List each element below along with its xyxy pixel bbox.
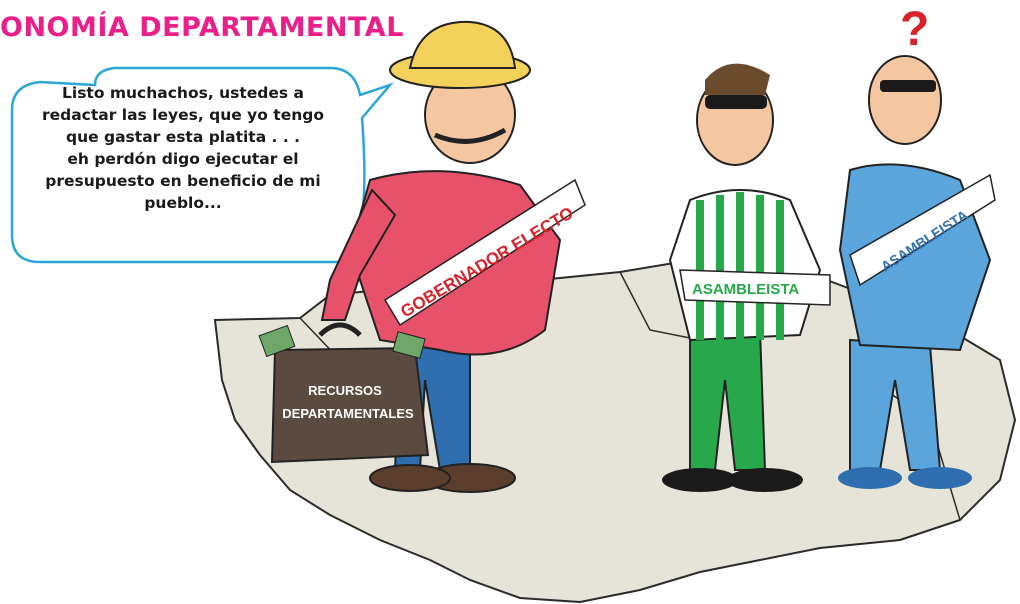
- briefcase-label-line2: DEPARTAMENTALES: [282, 406, 414, 421]
- speech-line: que gastar esta platita . . .: [65, 128, 301, 146]
- question-mark: ?: [900, 3, 929, 56]
- speech-line: presupuesto en beneficio de mi: [45, 172, 321, 190]
- page-title: ONOMÍA DEPARTAMENTAL: [0, 12, 404, 43]
- speech-bubble-text: Listo muchachos, ustedes a redactar las …: [18, 82, 348, 214]
- speech-line: Listo muchachos, ustedes a: [62, 84, 304, 102]
- speech-line: redactar las leyes, que yo tengo: [41, 106, 325, 124]
- green-sash-text: ASAMBLEISTA: [692, 281, 799, 298]
- briefcase-label-line1: RECURSOS: [308, 383, 382, 398]
- briefcase: [258, 322, 430, 464]
- speech-line: pueblo...: [144, 194, 222, 212]
- assembly-member-green: [662, 63, 831, 492]
- speech-line: eh perdón digo ejecutar el: [67, 150, 299, 168]
- assembly-member-blue: [838, 55, 996, 489]
